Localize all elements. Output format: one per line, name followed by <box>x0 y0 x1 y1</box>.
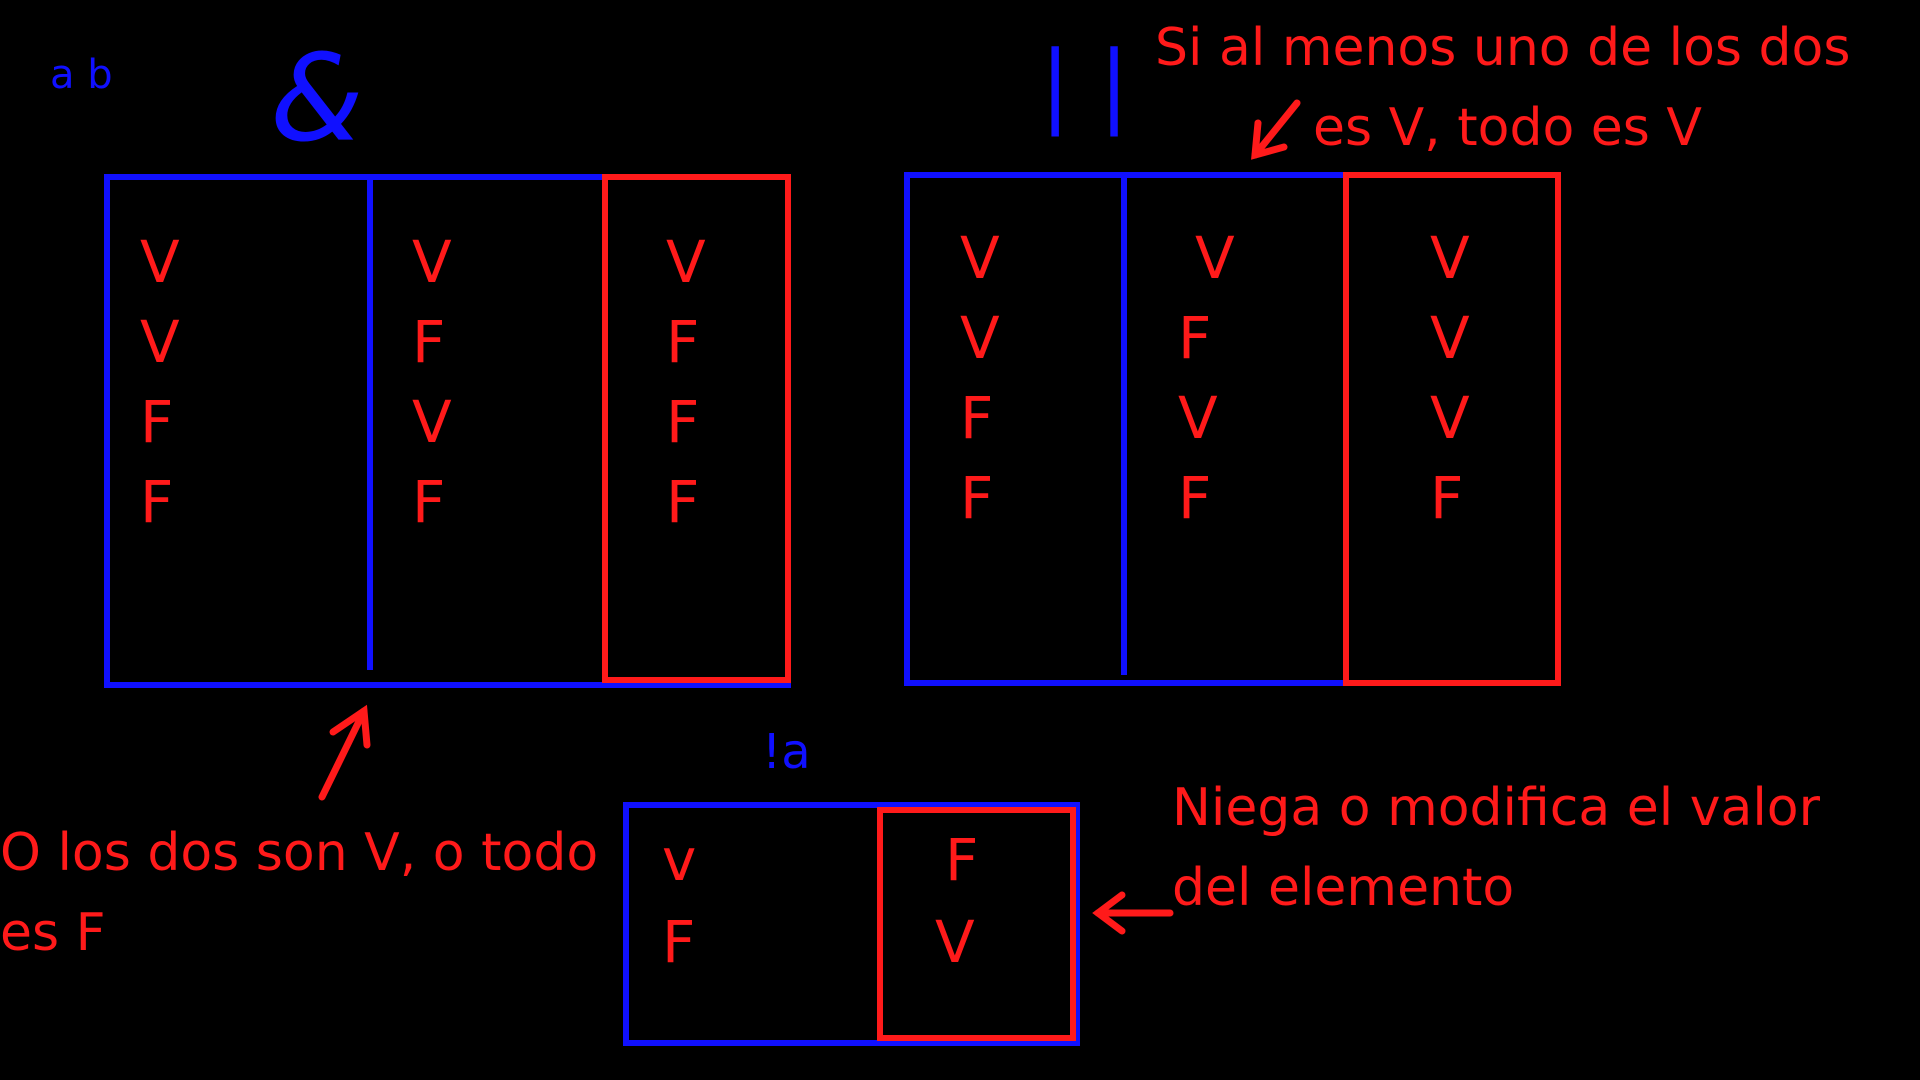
or-b-row-3: V <box>1178 384 1218 452</box>
or-operator-symbol: | | <box>1040 32 1129 137</box>
or-b-row-1: V <box>1195 224 1235 292</box>
not-table-frame <box>623 802 1080 1046</box>
and-table-header: a b <box>50 52 113 98</box>
not-result-column-frame <box>877 807 1076 1041</box>
or-a-row-1: V <box>960 224 1000 292</box>
and-column-a: V V F F <box>140 228 180 536</box>
not-a-row-1: v <box>662 826 696 894</box>
or-result-row-1: V <box>1430 224 1470 292</box>
or-result-row-3: V <box>1430 384 1470 452</box>
or-a-row-3: F <box>960 384 993 452</box>
not-note-line-2: del elemento <box>1172 858 1514 918</box>
and-operator-symbol: & <box>270 30 364 169</box>
and-note-line-1: O los dos son V, o todo <box>0 823 598 883</box>
and-a-row-4: F <box>140 468 173 536</box>
not-table-header: !a <box>762 724 811 780</box>
or-result-row-4: F <box>1430 464 1463 532</box>
not-result-row-2: V <box>935 908 975 976</box>
or-column-result: V V V F <box>1430 224 1470 532</box>
and-a-row-1: V <box>140 228 180 296</box>
and-column-result: V F F F <box>666 228 706 536</box>
and-result-column-frame <box>602 174 791 683</box>
and-result-row-4: F <box>666 468 699 536</box>
and-result-row-1: V <box>666 228 706 296</box>
and-a-row-2: V <box>140 308 180 376</box>
and-result-row-3: F <box>666 388 699 456</box>
and-b-row-3: V <box>412 388 452 456</box>
and-table: a b & V V F F V F V F V F F F O los dos … <box>0 30 791 963</box>
or-table: | | V V F F V F V F V V V F Si al menos … <box>904 18 1850 686</box>
and-b-row-1: V <box>412 228 452 296</box>
or-column-b: V F V F <box>1178 224 1235 532</box>
not-a-row-2: F <box>662 908 695 976</box>
and-b-row-2: F <box>412 308 445 376</box>
or-a-row-4: F <box>960 464 993 532</box>
not-note-arrow-icon <box>1092 891 1174 935</box>
or-b-row-4: F <box>1178 464 1211 532</box>
or-a-row-2: V <box>960 304 1000 372</box>
or-column-a: V V F F <box>960 224 1000 532</box>
or-b-row-2: F <box>1178 304 1211 372</box>
and-note-arrow-icon <box>318 704 371 801</box>
not-note-line-1: Niega o modifica el valor <box>1172 778 1821 838</box>
and-note-line-2: es F <box>0 903 106 963</box>
or-result-column-frame <box>1343 172 1561 686</box>
or-result-row-2: V <box>1430 304 1470 372</box>
and-b-row-4: F <box>412 468 445 536</box>
not-column-a: v F <box>662 826 696 976</box>
or-note-arrow-icon <box>1251 99 1301 160</box>
and-result-row-2: F <box>666 308 699 376</box>
and-column-b: V F V F <box>412 228 452 536</box>
not-table: !a v F F V Niega o modifica el valor del… <box>623 724 1821 1046</box>
or-note-line-2: es V, todo es V <box>1313 98 1702 158</box>
not-column-result: F V <box>935 826 978 976</box>
and-a-row-3: F <box>140 388 173 456</box>
not-result-row-1: F <box>945 826 978 894</box>
or-note-line-1: Si al menos uno de los dos <box>1155 18 1850 78</box>
